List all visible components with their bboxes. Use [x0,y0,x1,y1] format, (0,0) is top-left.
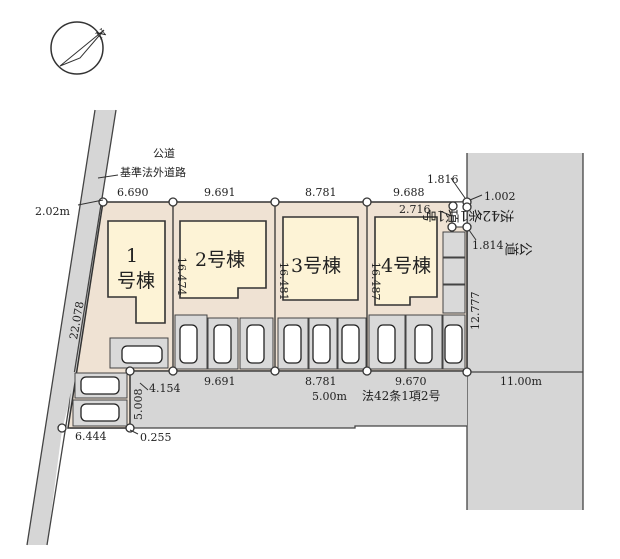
north-road-type: 基準法外道路 [120,165,186,179]
dim-corner-2: 1.002 [484,190,516,203]
dim-lot1-base: 6.444 [75,430,107,443]
west-road-width: 2.02m [35,205,70,218]
dim-east: 12.777 [469,292,482,331]
dim-top-4: 9.688 [393,186,425,199]
east-road [467,153,583,510]
cars [80,324,463,422]
dim-top-2: 9.691 [204,186,236,199]
dim-lot1-side: 5.008 [132,389,145,421]
car-icon [377,324,396,364]
car-icon [80,376,120,395]
dim-bottom-3: 8.781 [305,375,337,388]
dim-corner-3: 2.716 [399,203,431,216]
east-road-kind: 公道 [504,240,533,256]
south-road-type: 法42条1項2号 [362,389,441,403]
car-icon [213,324,232,364]
dim-lot1-bottom: 4.154 [149,382,181,395]
car-icon [246,324,265,364]
south-road [68,372,467,428]
car-icon [341,324,360,364]
car-icon [312,324,331,364]
building-1 [107,220,166,324]
dim-bottom-2: 9.691 [204,375,236,388]
dim-depth-3: 16.481 [277,262,290,301]
car-icon [414,324,433,364]
building-3 [282,216,359,301]
car-icon [444,324,463,364]
car-icon [283,324,302,364]
west-road [27,110,116,545]
east-road-width: 11.00m [500,375,542,388]
dim-top-1: 6.690 [117,186,149,199]
compass-icon: N [50,21,109,75]
building-3-label: 3号棟 [291,255,341,277]
car-icon [179,324,198,364]
car-icon [80,403,120,422]
dim-depth-4: 16.487 [369,262,382,301]
car-icon [121,345,163,364]
building-1-label: 号棟 [117,270,155,292]
building-2 [179,220,267,299]
south-road-width: 5.00m [312,390,347,403]
dim-corner-1: 1.816 [427,173,459,186]
dim-depth-2: 16.474 [175,257,188,296]
dim-bottom-4: 9.670 [395,375,427,388]
boundary-points [57,197,472,433]
building-4-label: 4号棟 [381,255,431,277]
building-1-label: 1 [126,245,138,267]
dim-top-3: 8.781 [305,186,337,199]
east-road-type: 法42条1項1号 [422,207,514,223]
dim-lot1-offset: 0.255 [140,431,172,444]
north-road-label: 公道 [153,146,175,160]
building-4 [374,216,438,306]
dim-corner-4: 1.814 [472,239,504,252]
building-2-label: 2号棟 [195,249,245,271]
